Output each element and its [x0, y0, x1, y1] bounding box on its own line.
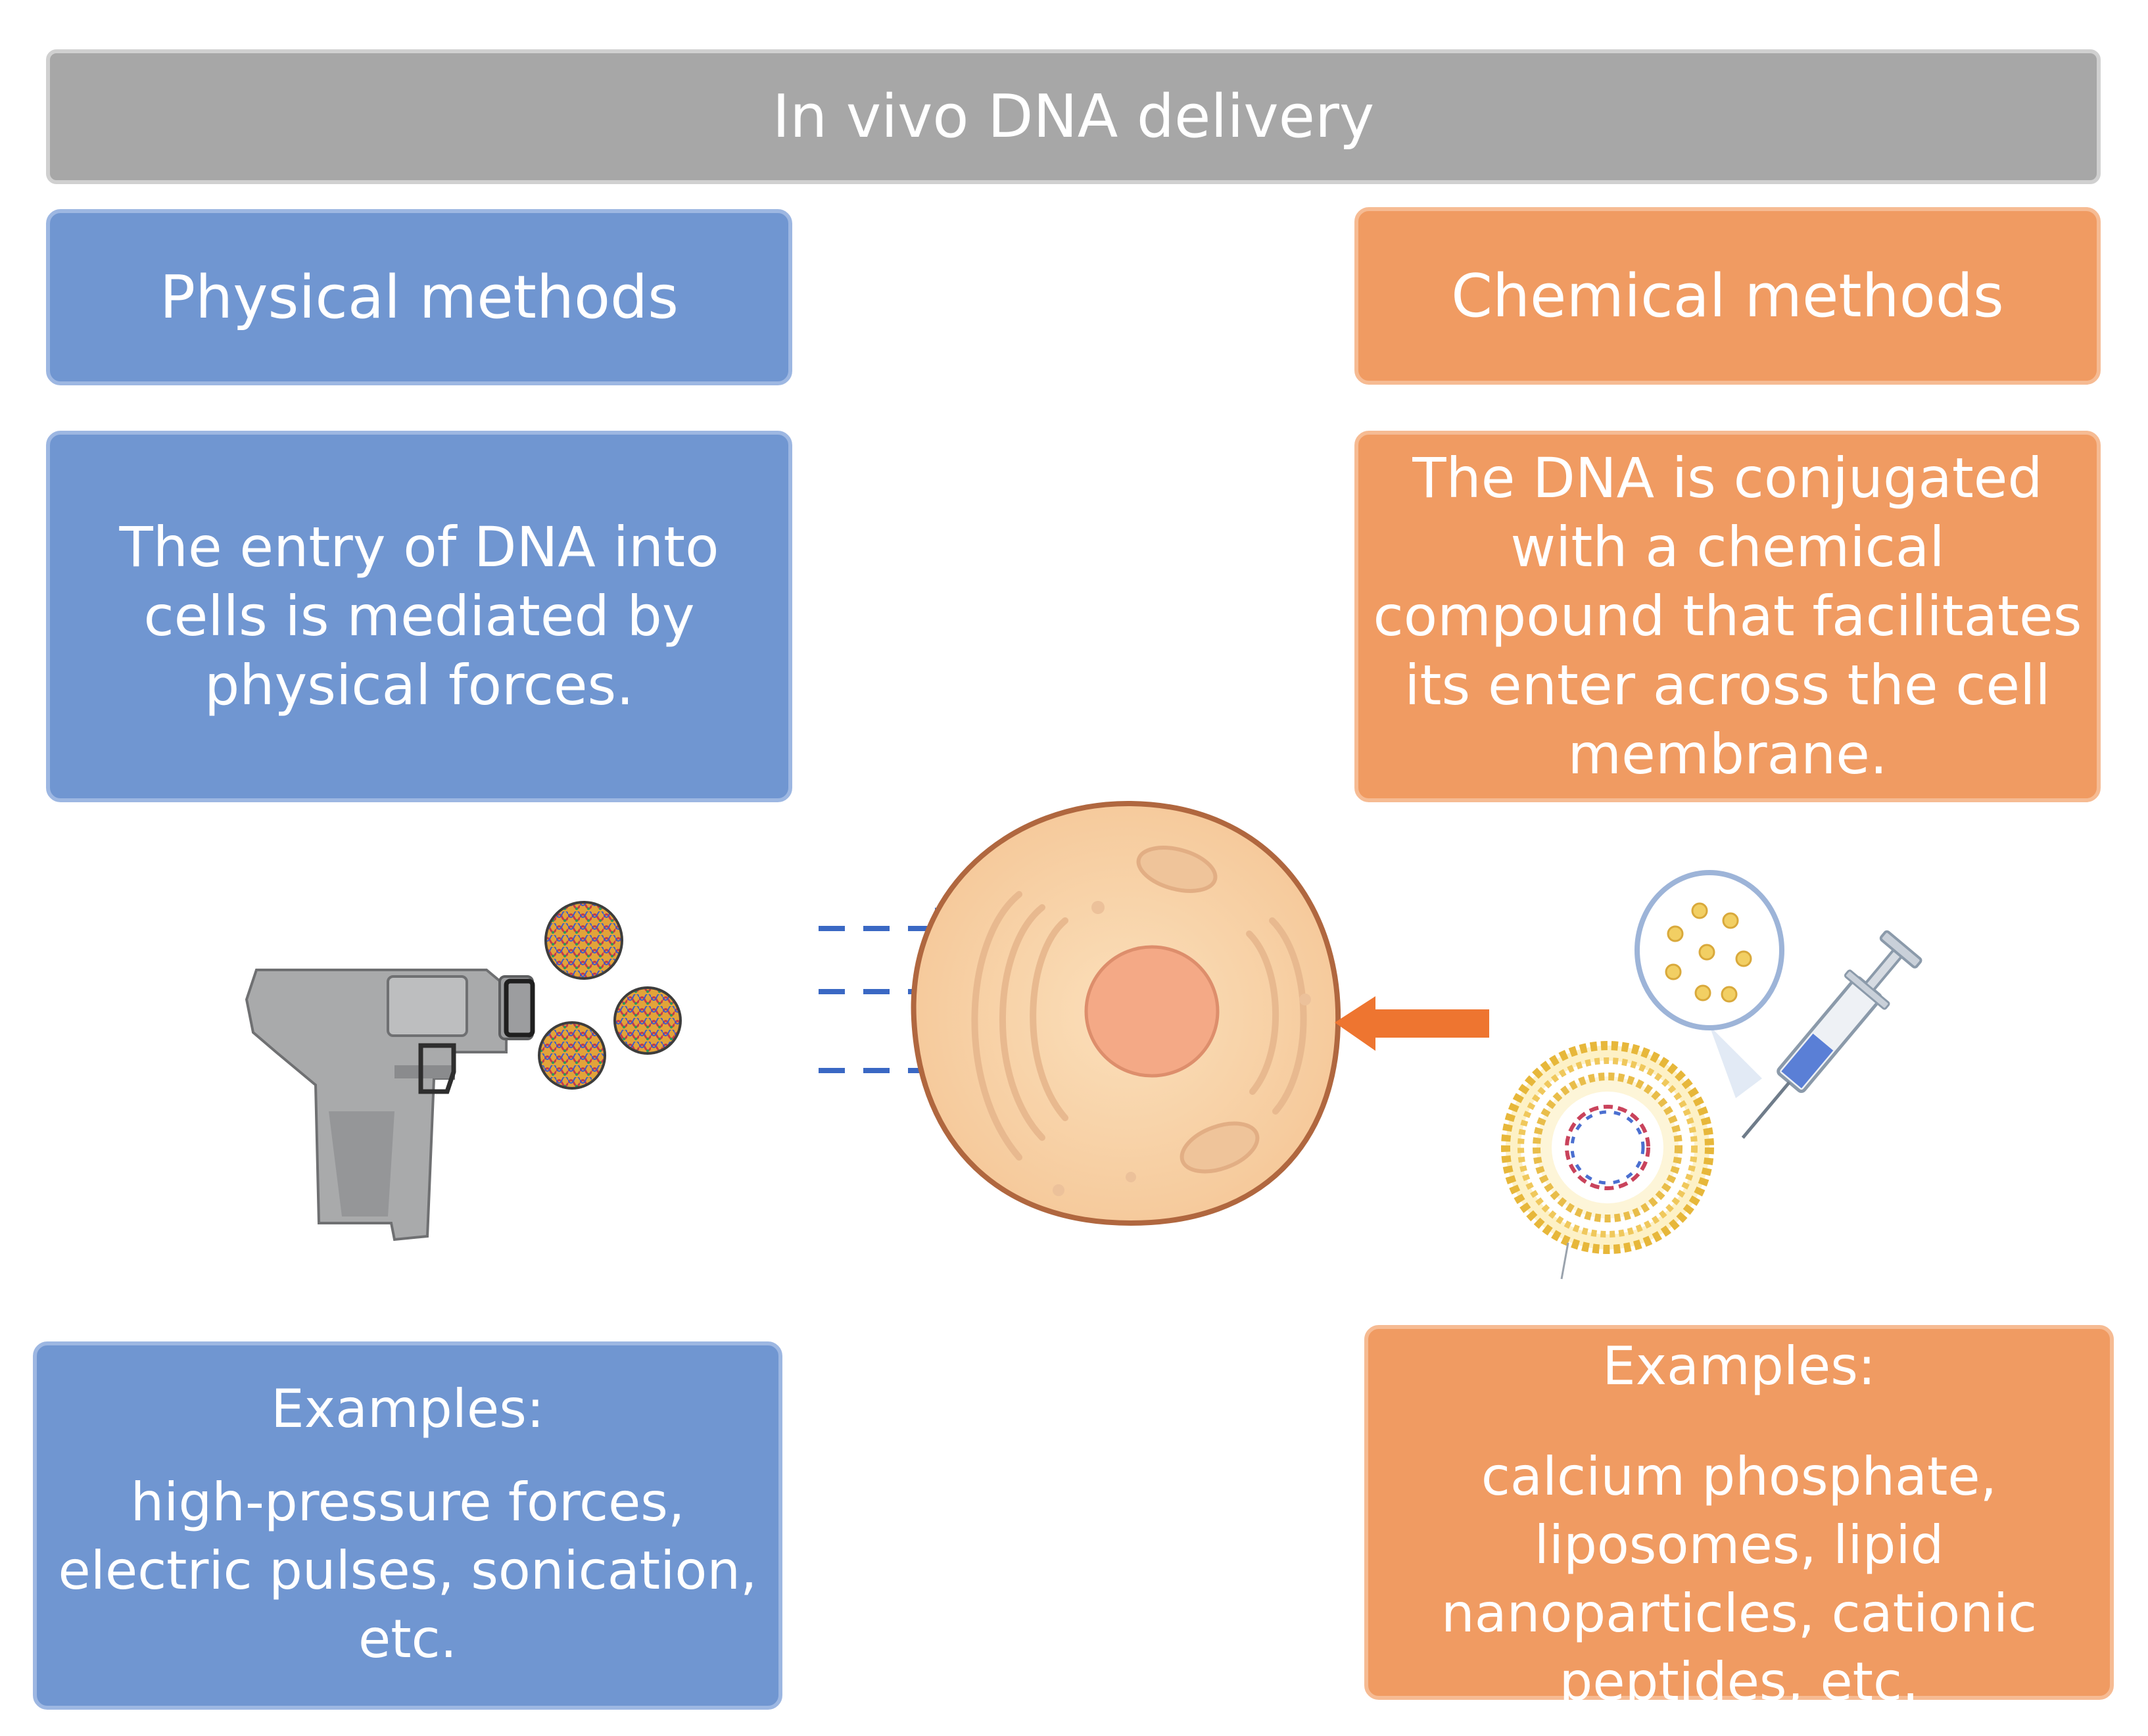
liposome-icon	[1501, 1041, 1714, 1280]
physical-methods-description: The entry of DNA into cells is mediated …	[46, 431, 792, 802]
diagram-title: In vivo DNA delivery	[46, 49, 2101, 184]
physical-examples-box: Examples: high-pressure forces, electric…	[33, 1341, 782, 1710]
nanoparticle-magnified-icon	[1635, 870, 1784, 1098]
physical-entry-arrows	[819, 907, 977, 1092]
dna-particle-icon	[538, 901, 682, 1090]
cell-icon	[911, 800, 1341, 1226]
chemical-examples-box: Examples: calcium phosphate, liposomes, …	[1364, 1325, 2114, 1712]
gene-gun-icon	[245, 969, 535, 1242]
chemical-methods-description: The DNA is conjugated with a chemical co…	[1354, 431, 2101, 802]
physical-methods-heading: Physical methods	[46, 209, 792, 385]
physical-examples-title: Examples:	[271, 1378, 544, 1439]
physical-description-text: The entry of DNA into cells is mediated …	[119, 515, 719, 717]
chemical-examples-list: calcium phosphate, liposomes, lipid nano…	[1441, 1446, 2038, 1712]
chemical-entry-arrow	[1335, 996, 1489, 1051]
physical-examples-list: high-pressure forces, electric pulses, s…	[58, 1471, 757, 1670]
chemical-methods-heading: Chemical methods	[1354, 207, 2101, 385]
chemical-description-text: The DNA is conjugated with a chemical co…	[1373, 446, 2082, 786]
chemical-examples-title: Examples:	[1602, 1336, 1876, 1397]
syringe-icon	[1741, 930, 1922, 1139]
